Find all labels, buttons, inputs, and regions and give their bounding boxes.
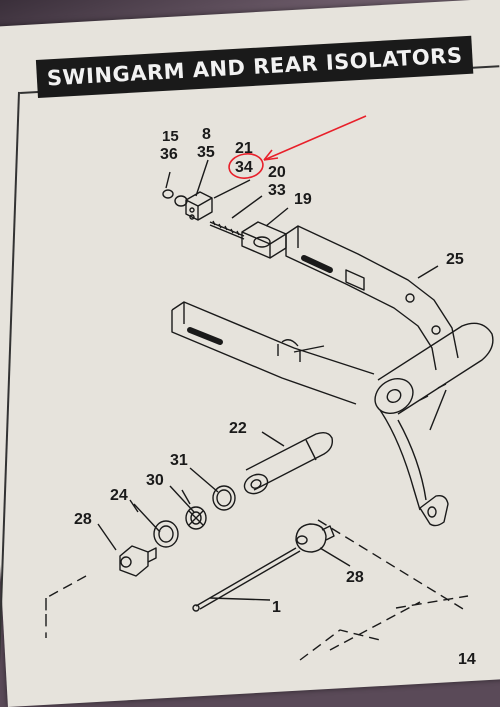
label-28-right: 28	[346, 569, 364, 586]
label-36: 36	[160, 146, 178, 163]
label-28-left: 28	[74, 511, 92, 528]
axle-tube-part-22	[243, 431, 334, 495]
long-shaft-part-1	[192, 547, 301, 612]
exploded-parts-diagram: 15 8 36 35 21 34 20 33 19 25 22 31 30 24…	[45, 115, 494, 667]
bearing-part-30	[185, 506, 207, 530]
pivot-bolt-part-28-right	[295, 523, 335, 553]
label-1: 1	[272, 599, 281, 616]
seal-part-24	[153, 520, 179, 548]
bearing-ring-part-31	[212, 485, 236, 511]
label-19: 19	[294, 191, 312, 208]
bolt-part-33	[209, 220, 245, 240]
label-24: 24	[110, 487, 128, 504]
label-14: 14	[458, 651, 476, 667]
label-35: 35	[197, 144, 215, 161]
label-31: 31	[170, 452, 188, 469]
label-21: 21	[235, 140, 253, 157]
label-20: 20	[268, 164, 286, 181]
label-25: 25	[446, 251, 464, 268]
pivot-bolt-part-28-left	[119, 545, 157, 577]
label-34: 34	[235, 159, 253, 176]
red-annotation-circle-and-arrow	[228, 115, 367, 179]
isolator-block-35	[185, 191, 213, 221]
swingarm-part-25	[171, 225, 494, 527]
mount-block-19	[241, 221, 287, 259]
label-15: 15	[162, 128, 179, 145]
label-22: 22	[229, 420, 247, 437]
label-8: 8	[202, 126, 211, 143]
label-33: 33	[268, 182, 286, 199]
label-30: 30	[146, 472, 164, 489]
washer-part-36	[162, 189, 188, 207]
